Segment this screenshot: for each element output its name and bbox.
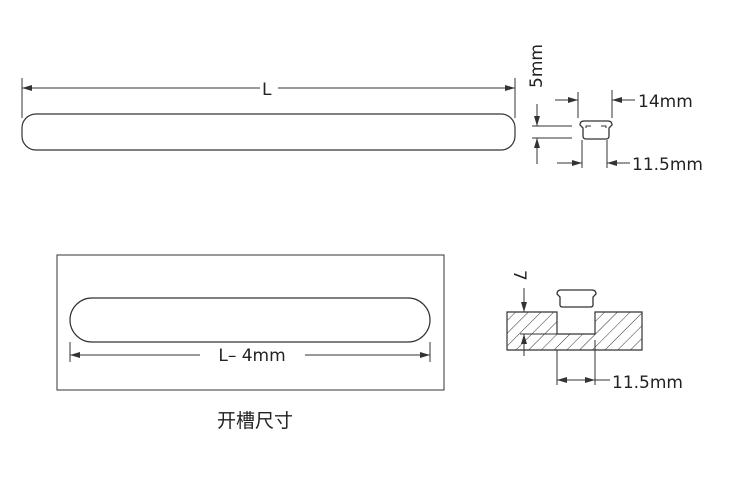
height-label: 5mm [527,44,547,88]
slot-view [56,254,445,391]
outer-width-label: 14mm [638,92,693,112]
top-bar-view [21,78,516,151]
inner-width-label: 11.5mm [632,155,703,175]
slot-caption: 开槽尺寸 [217,410,293,432]
groove-width-label: 11.5mm [612,373,683,393]
length-label: L [262,80,272,100]
slot-length-label: L– 4mm [218,346,285,366]
depth-label: 7 [509,270,529,281]
profile-view [532,90,635,168]
section-view [506,288,643,385]
